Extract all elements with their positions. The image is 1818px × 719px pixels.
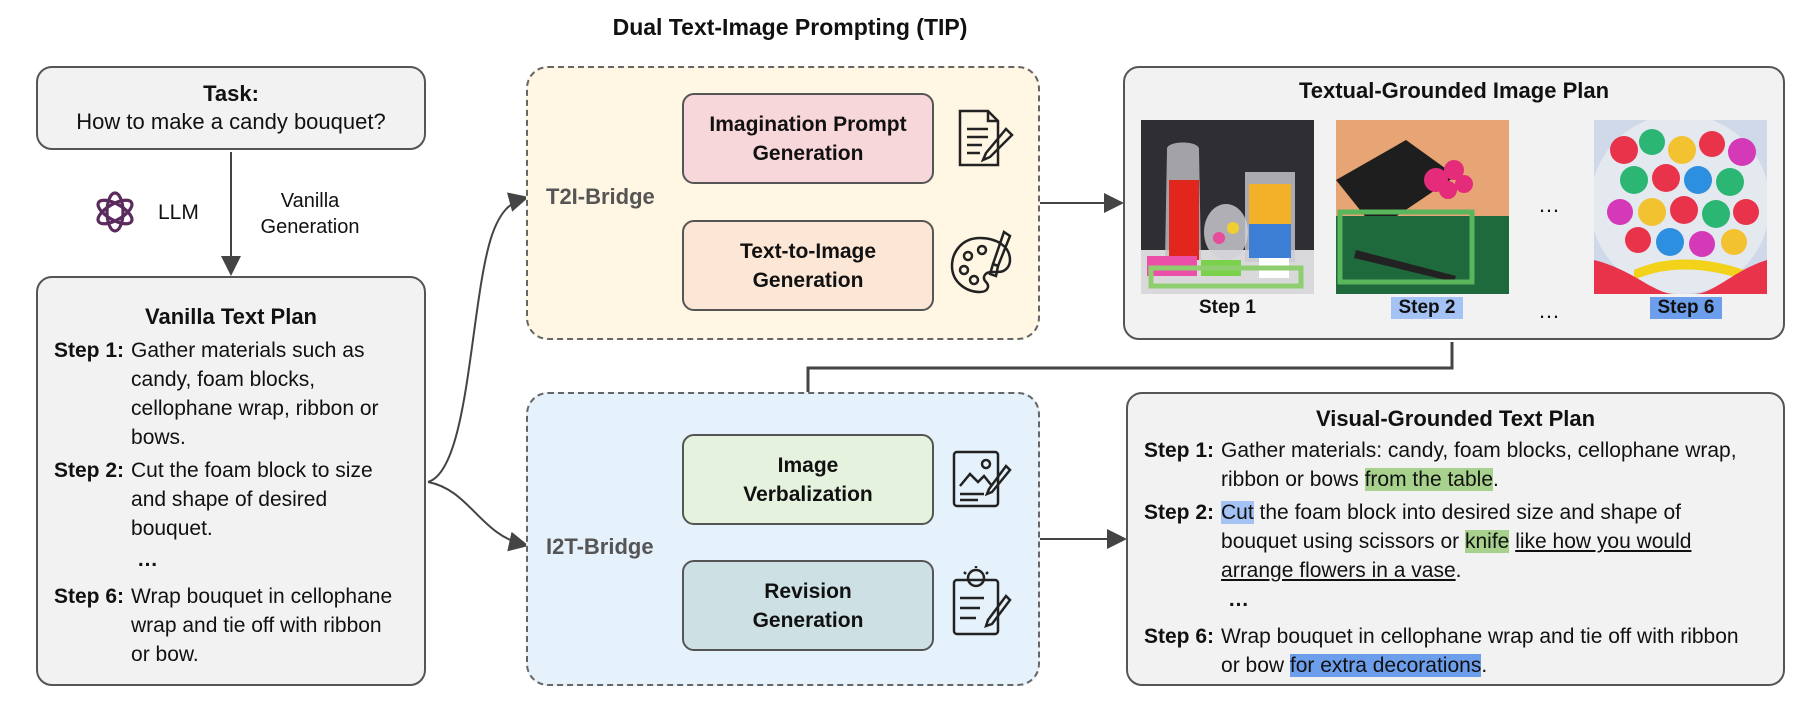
step-text: Gather materials such as candy, foam blo… bbox=[131, 339, 379, 449]
vanilla-step: Step 2: Cut the foam block to size and s… bbox=[54, 456, 399, 543]
image-plan-title: Textual-Grounded Image Plan bbox=[1298, 78, 1610, 103]
step1-image bbox=[1141, 120, 1314, 294]
step-text-part: Gather materials: candy, foam blocks, ce… bbox=[1221, 439, 1737, 491]
box-line1: Text-to-Image bbox=[739, 239, 877, 263]
document-pen-icon bbox=[950, 105, 1016, 176]
visual-step: Step 1: Gather materials: candy, foam bl… bbox=[1144, 436, 1759, 494]
vanilla-step: Step 6: Wrap bouquet in cellophane wrap … bbox=[54, 582, 399, 669]
step-text-part: the foam block into desired size and sha… bbox=[1221, 501, 1681, 553]
vanilla-generation-line1: Vanilla bbox=[280, 190, 340, 212]
box-line2: Generation bbox=[752, 608, 864, 632]
step-text: Cut the foam block to size and shape of … bbox=[131, 459, 373, 540]
t2i-bridge-label: T2I-Bridge bbox=[546, 184, 655, 209]
step-text: Wrap bouquet in cellophane wrap and tie … bbox=[1221, 622, 1759, 680]
arrow-vanilla-to-i2t bbox=[427, 481, 529, 552]
vanilla-step: Step 1: Gather materials such as candy, … bbox=[54, 336, 399, 452]
step-label: Step 1: bbox=[1144, 439, 1215, 462]
step-text: … bbox=[1228, 588, 1249, 611]
vanilla-text-plan: Vanilla Text Plan Step 1: Gather materia… bbox=[36, 276, 426, 686]
vanilla-step-ellipsis: … bbox=[54, 545, 399, 574]
step-text: … bbox=[137, 548, 158, 571]
step-text: Cut the foam block into desired size and… bbox=[1221, 498, 1759, 585]
highlight-knife: knife bbox=[1464, 530, 1510, 553]
palette-icon bbox=[948, 226, 1014, 303]
image-ellipsis: … bbox=[1538, 192, 1560, 217]
step2-image bbox=[1336, 120, 1509, 294]
highlight-cut: Cut bbox=[1221, 501, 1254, 524]
step6-image-label: Step 6 bbox=[1650, 297, 1722, 319]
i2t-bridge-label: I2T-Bridge bbox=[546, 534, 654, 559]
highlight-extra-decorations: for extra decorations bbox=[1289, 654, 1482, 677]
vanilla-generation-label: Vanilla Generation bbox=[250, 188, 370, 240]
step-text-end: . bbox=[1455, 559, 1462, 582]
visual-step-ellipsis: … bbox=[1144, 585, 1759, 614]
visual-step: Step 2: Cut the foam block into desired … bbox=[1144, 498, 1759, 585]
box-line1: Revision bbox=[764, 579, 852, 603]
step6-image bbox=[1594, 120, 1767, 294]
step-label: Step 2: bbox=[54, 459, 125, 482]
step-label: Step 1: bbox=[54, 339, 125, 362]
task-label: Task: bbox=[203, 81, 259, 106]
visual-step: Step 6: Wrap bouquet in cellophane wrap … bbox=[1144, 622, 1759, 680]
step1-image-label: Step 1 bbox=[1198, 297, 1257, 318]
box-line2: Generation bbox=[752, 268, 864, 292]
step-label: Step 6: bbox=[1144, 625, 1215, 648]
visual-grounded-plan: Visual-Grounded Text Plan Step 1: Gather… bbox=[1126, 392, 1785, 686]
image-label-ellipsis: … bbox=[1538, 298, 1560, 323]
step-label: Step 2: bbox=[1144, 501, 1215, 524]
task-question: How to make a candy bouquet? bbox=[76, 109, 386, 134]
visual-steps: Step 1: Gather materials: candy, foam bl… bbox=[1144, 436, 1759, 684]
step-text-part: Wrap bouquet in cellophane wrap and tie … bbox=[1221, 625, 1739, 677]
step-text: Gather materials: candy, foam blocks, ce… bbox=[1221, 436, 1759, 494]
step-text: Wrap bouquet in cellophane wrap and tie … bbox=[131, 585, 393, 666]
task-box: Task: How to make a candy bouquet? bbox=[36, 66, 426, 150]
arrow-vanilla-to-t2i bbox=[427, 192, 529, 483]
step-label: Step 6: bbox=[54, 585, 125, 608]
vanilla-steps: Step 1: Gather materials such as candy, … bbox=[54, 336, 399, 673]
vanilla-generation-line2: Generation bbox=[260, 216, 360, 238]
step2-image-label: Step 2 bbox=[1391, 297, 1463, 319]
visual-plan-title: Visual-Grounded Text Plan bbox=[1315, 406, 1596, 431]
underlined-phrase: like how you would arrange flowers in a … bbox=[1221, 530, 1692, 582]
box-line2: Generation bbox=[752, 141, 864, 165]
step-text-end: . bbox=[1493, 468, 1499, 491]
box-line2: Verbalization bbox=[743, 482, 873, 506]
highlight-from-table: from the table bbox=[1364, 468, 1493, 491]
openai-logo-icon bbox=[90, 187, 140, 237]
vanilla-plan-title: Vanilla Text Plan bbox=[145, 304, 317, 329]
llm-label: LLM bbox=[158, 201, 199, 224]
diagram-title: Dual Text-Image Prompting (TIP) bbox=[612, 14, 968, 40]
image-writing-icon bbox=[948, 446, 1014, 517]
box-line1: Image bbox=[777, 453, 839, 477]
box-line1: Imagination Prompt bbox=[709, 112, 907, 136]
idea-clipboard-icon bbox=[948, 566, 1014, 643]
step-text-end: . bbox=[1481, 654, 1488, 677]
